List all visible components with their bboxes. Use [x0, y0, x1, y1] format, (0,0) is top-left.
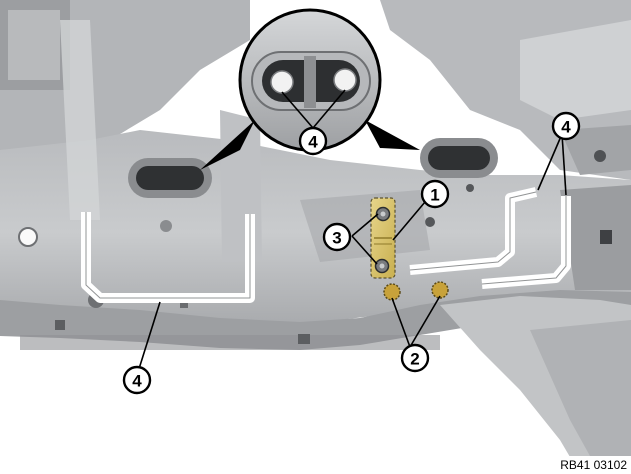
callout-label: 4 [132, 372, 142, 391]
leader-lines [137, 89, 567, 373]
detail-hole-right [333, 68, 357, 92]
callout-4-right: 4 [551, 111, 581, 141]
figure-code: RB41 03102 [560, 458, 627, 472]
callout-label: 2 [410, 350, 419, 369]
callout-3: 3 [322, 222, 352, 252]
weld-point-left [383, 283, 401, 301]
callout-label: 3 [332, 229, 341, 248]
callout-4-bottom: 4 [122, 365, 152, 395]
callout-label: 1 [430, 186, 439, 205]
callout-4-detail: 4 [298, 126, 328, 156]
callout-label: 4 [561, 118, 571, 137]
callout-label: 4 [308, 133, 318, 152]
weld-point-right [431, 281, 449, 299]
seal-strips [81, 187, 571, 303]
detail-hole-left [270, 70, 294, 94]
callout-2: 2 [400, 343, 430, 373]
bolts [374, 206, 391, 274]
callout-1: 1 [420, 179, 450, 209]
